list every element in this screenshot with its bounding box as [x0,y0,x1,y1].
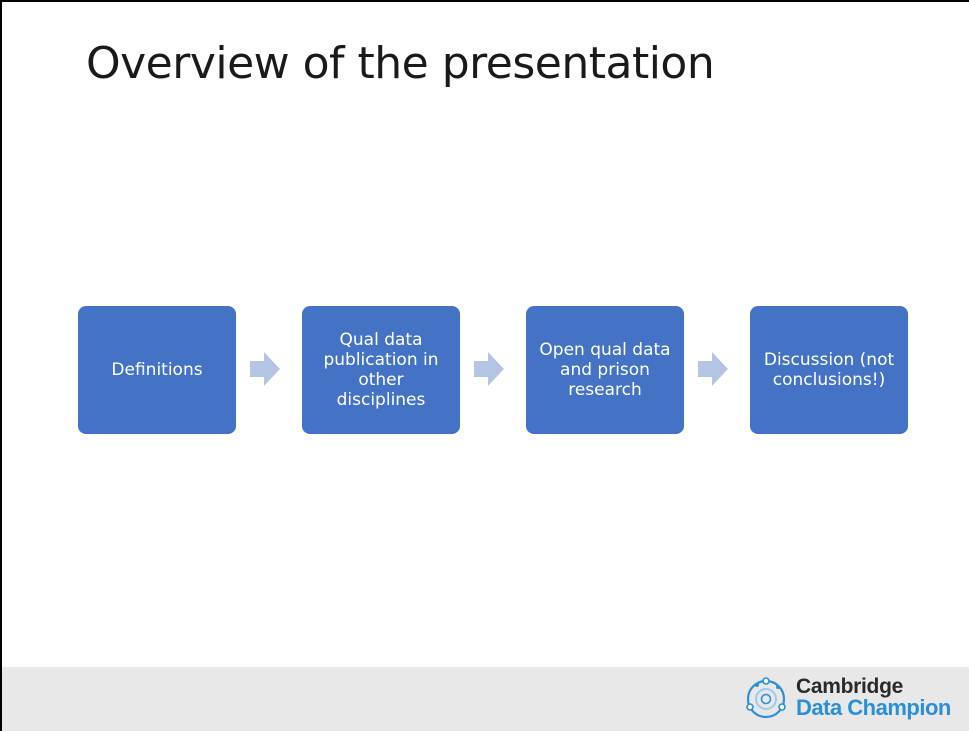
slide-border-top [0,0,969,2]
process-step-open-qual-data: Open qual data and prison research [526,306,684,434]
right-arrow-icon [474,352,504,386]
slide-title: Overview of the presentation [86,38,715,89]
process-step-qual-data-publication: Qual data publication in other disciplin… [302,306,460,434]
process-step-definitions: Definitions [78,306,236,434]
right-arrow-icon [250,352,280,386]
data-champion-logo-icon [746,677,786,719]
footer-bar [2,667,969,731]
process-step-discussion: Discussion (not conclusions!) [750,306,908,434]
slide-border-left [0,0,2,731]
logo-text-cambridge: Cambridge [796,675,903,698]
logo-text-data-champion: Data Champion [796,695,951,720]
right-arrow-icon [698,352,728,386]
cambridge-data-champion-logo: Cambridge Data Champion [744,671,966,723]
